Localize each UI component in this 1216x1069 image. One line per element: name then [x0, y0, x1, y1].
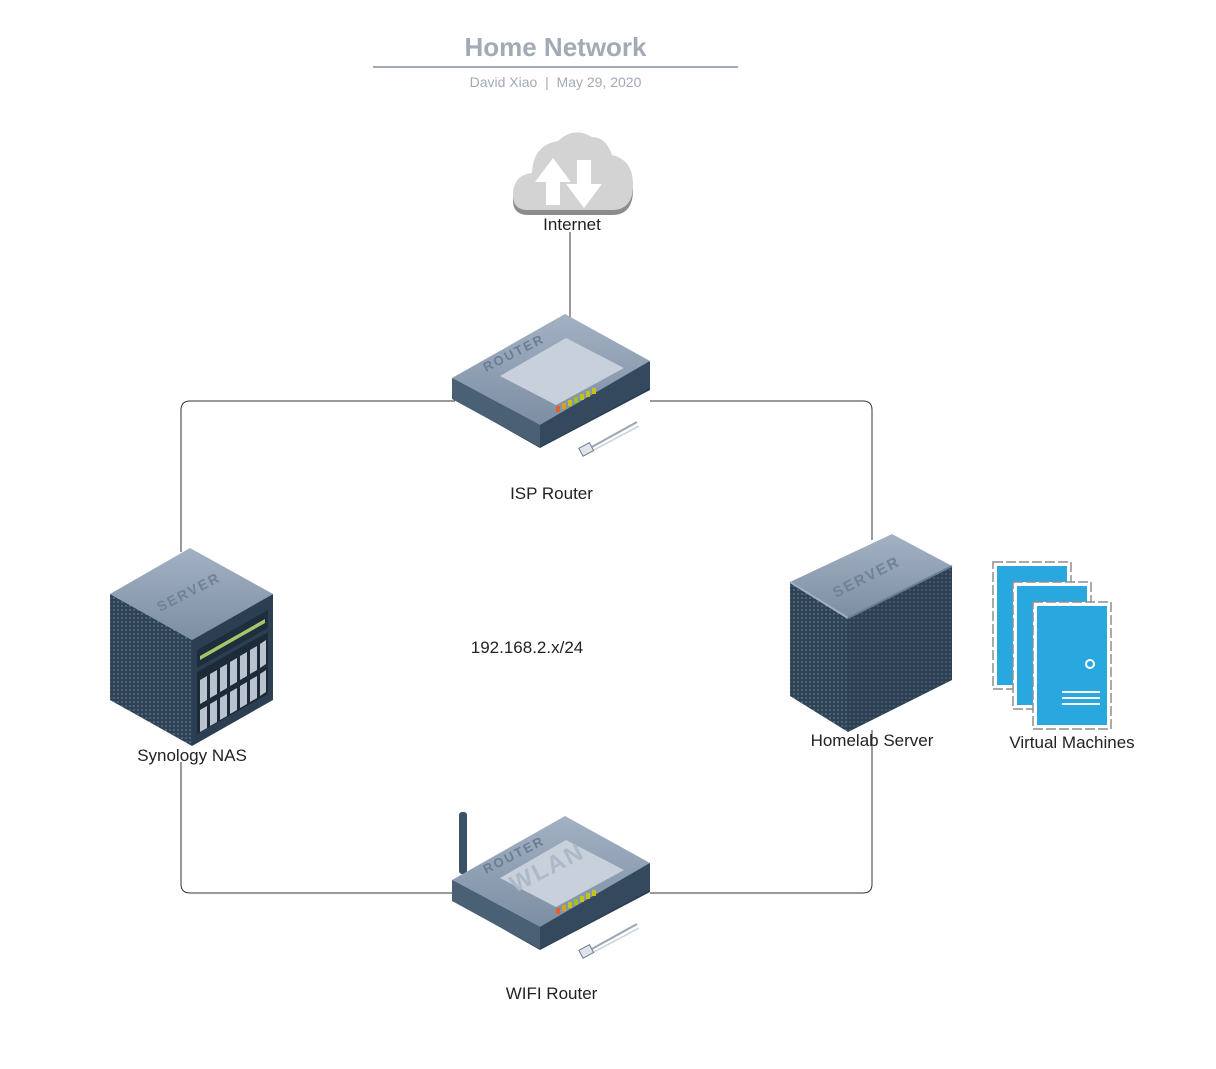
status-leds — [556, 388, 596, 412]
isp-router-label: ISP Router — [510, 484, 593, 503]
date: May 29, 2020 — [556, 74, 642, 90]
connections — [180, 232, 873, 894]
subnet-label: 192.168.2.x/24 — [470, 638, 584, 657]
diagram-title: Home Network — [464, 32, 647, 62]
title-underline — [373, 66, 738, 68]
virtual-machines-label: Virtual Machines — [1009, 733, 1135, 752]
cloud-upload-download-icon — [512, 132, 634, 215]
diagram-subtitle: David Xiao | May 29, 2020 — [373, 74, 738, 90]
subtitle-separator: | — [545, 74, 549, 90]
router-icon: ROUTER — [452, 314, 650, 457]
link-homelab-wifi — [650, 730, 873, 894]
status-leds — [556, 890, 596, 914]
synology-nas-label: Synology NAS — [137, 746, 247, 765]
link-nas-wifi — [180, 762, 455, 894]
homelab-server-label: Homelab Server — [810, 731, 934, 750]
rack-server-icon: SERVER — [110, 548, 273, 746]
link-isp-homelab — [650, 400, 873, 540]
author: David Xiao — [469, 74, 538, 90]
internet-label: Internet — [543, 215, 601, 234]
wifi-router-label: WIFI Router — [505, 984, 598, 1003]
drive-bays — [197, 610, 268, 734]
wlan-router-icon: ROUTER WLAN — [452, 812, 650, 959]
link-isp-nas — [180, 400, 455, 552]
stacked-servers-icon — [992, 561, 1112, 730]
tower-server-icon: SERVER — [789, 534, 953, 732]
